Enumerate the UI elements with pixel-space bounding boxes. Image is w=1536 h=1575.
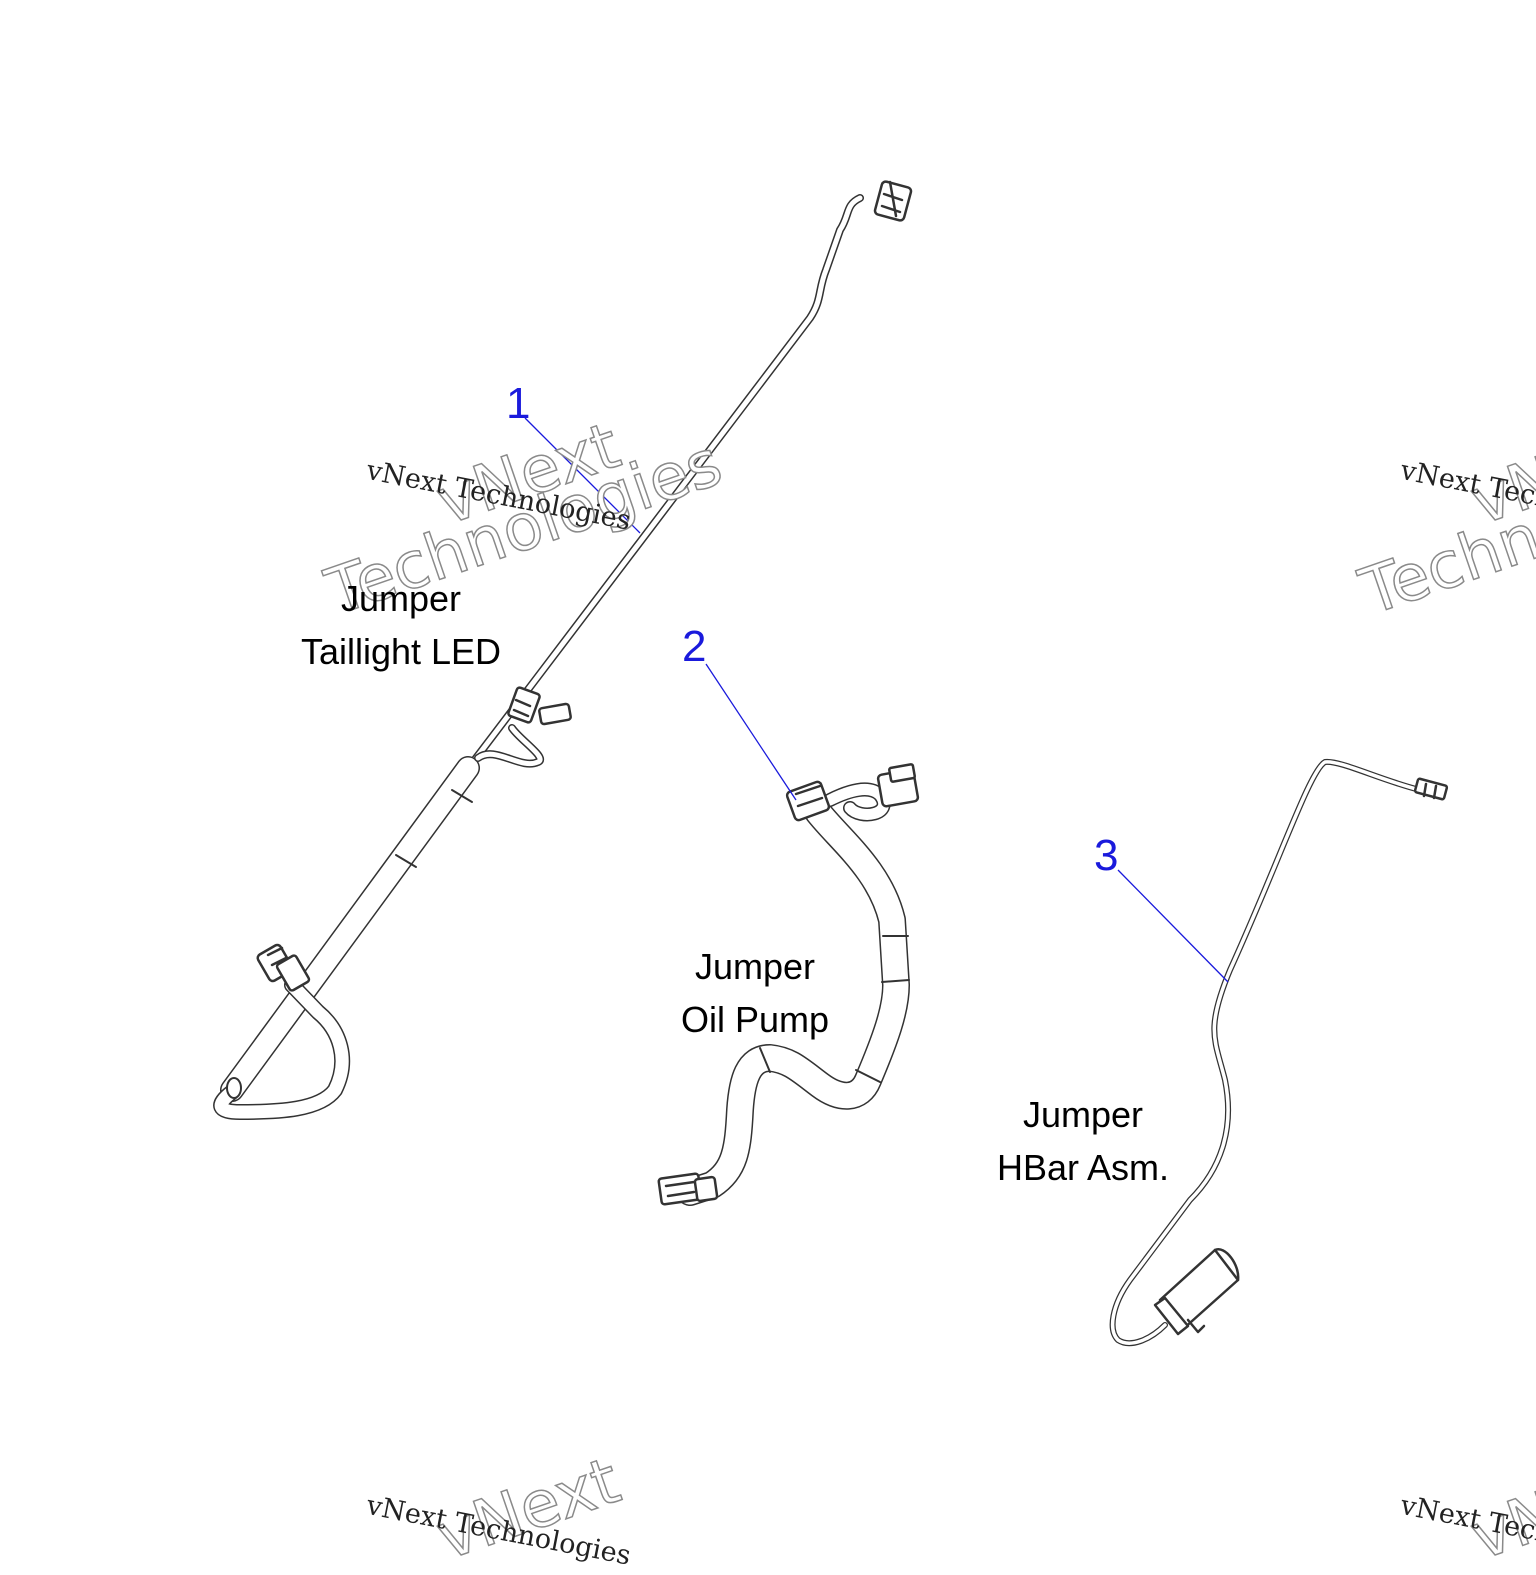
part-label-line2: Oil Pump — [680, 999, 830, 1040]
part-label-taillight-led: Jumper Taillight LED — [286, 572, 516, 678]
callout-number-2: 2 — [682, 622, 707, 671]
part-label-line1: Jumper — [1022, 1094, 1144, 1135]
wiring-diagram — [213, 180, 1449, 1347]
part-label-hbar-asm: Jumper HBar Asm. — [978, 1088, 1188, 1194]
callout-1-leader — [524, 417, 641, 534]
oil-pump-lower-connector — [657, 1172, 719, 1206]
part-label-line2: Taillight LED — [300, 631, 502, 672]
callout-number-3: 3 — [1094, 831, 1119, 880]
callout-number-1: 1 — [506, 379, 531, 428]
oil-pump-upper-connector — [876, 763, 920, 808]
part-label-line1: Jumper — [694, 946, 816, 987]
part-label-line1: Jumper — [340, 578, 462, 619]
hbar-switch-body — [1153, 1248, 1240, 1336]
oil-pump-middle-connector — [785, 780, 831, 822]
callout-3-leader — [1117, 869, 1229, 983]
taillight-mid-connector — [507, 686, 572, 726]
jumper-oil-pump-harness — [657, 763, 920, 1206]
hbar-top-connector — [1413, 777, 1449, 801]
jumper-hbar-asm-harness — [1109, 758, 1449, 1347]
taillight-top-connector — [873, 180, 913, 222]
jumper-taillight-led-harness — [213, 180, 913, 1120]
part-label-oil-pump: Jumper Oil Pump — [650, 940, 860, 1046]
part-label-line2: HBar Asm. — [996, 1147, 1170, 1188]
callout-2-leader — [705, 663, 797, 801]
taillight-bottom-connector — [256, 943, 311, 992]
